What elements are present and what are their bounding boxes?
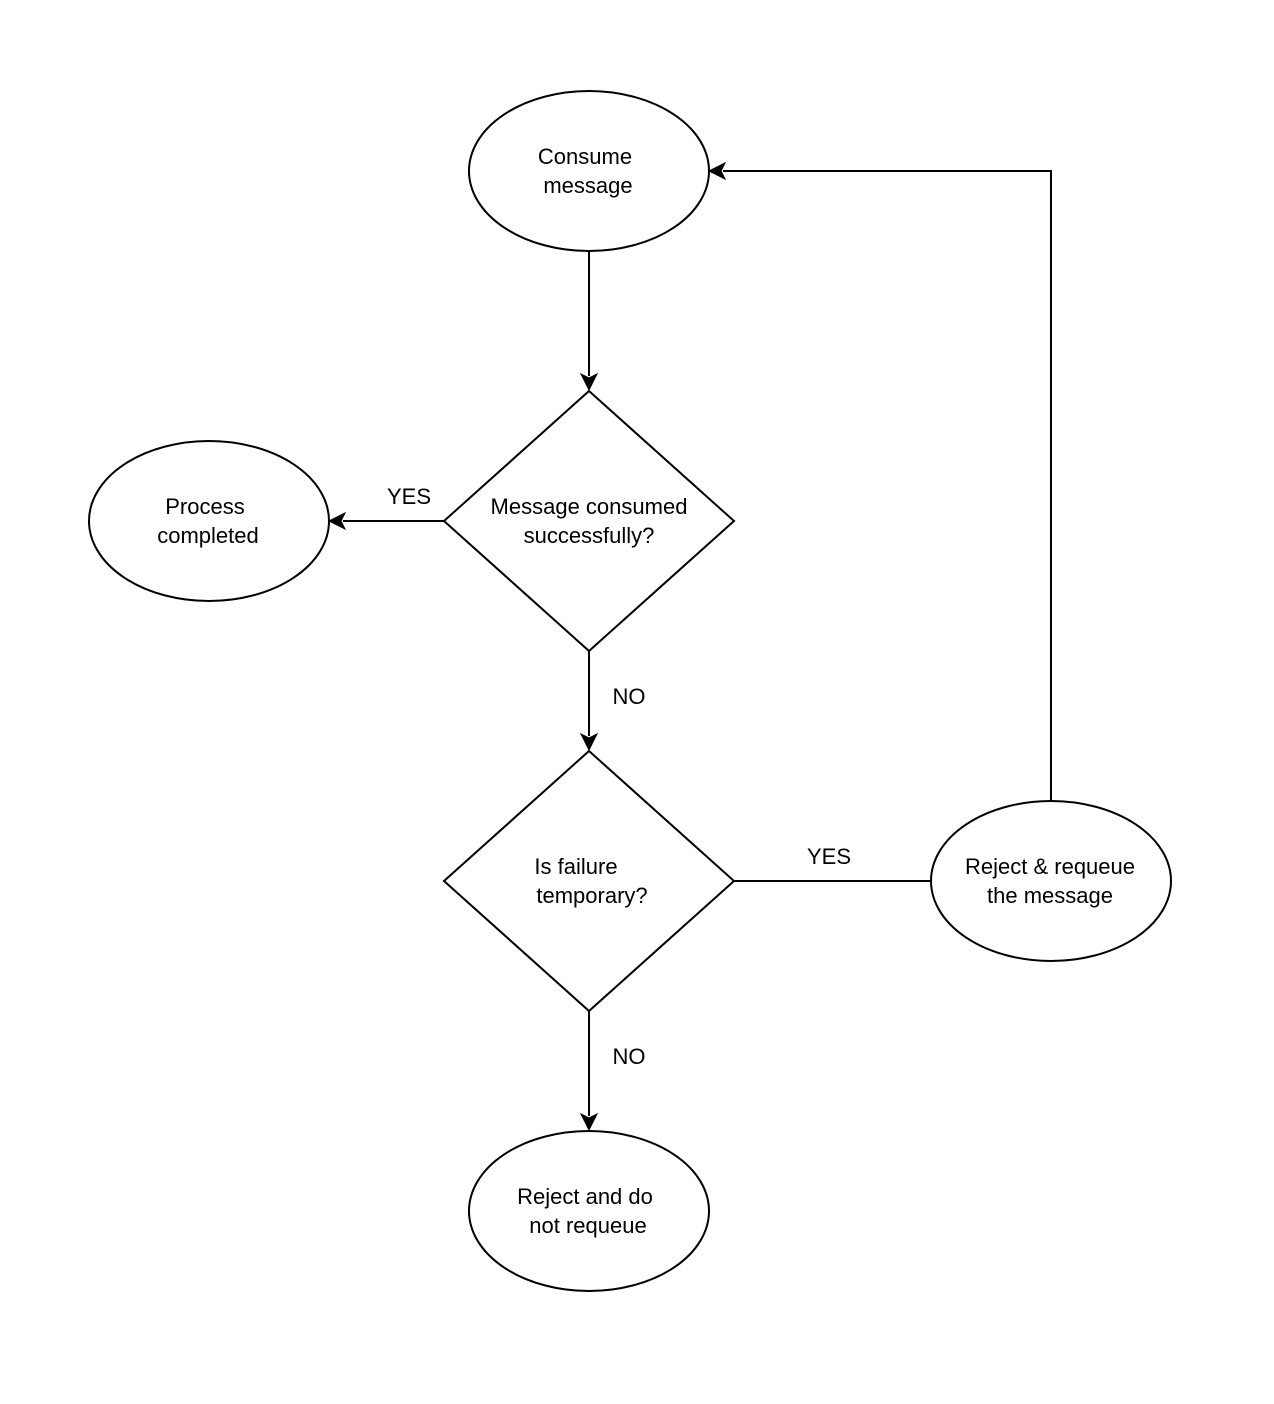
node-reject-no-requeue: Reject and do not requeue	[468, 1130, 710, 1292]
node-label-line1: Consume	[538, 144, 632, 169]
node-label-line2: not requeue	[529, 1213, 646, 1238]
arrowhead-success-yes	[327, 511, 347, 531]
node-decision-success: Message consumed successfully?	[442, 389, 736, 653]
label-temporary-no: NO	[613, 1044, 646, 1069]
decision-diamond	[442, 389, 736, 653]
node-decision-temporary: Is failure temporary?	[442, 749, 736, 1013]
node-label-line1: Message consumed	[491, 494, 688, 519]
edge-labels: YES NO YES NO	[387, 484, 851, 1069]
node-consume-message: Consume message	[468, 90, 710, 252]
node-label-line1: Reject & requeue	[965, 854, 1135, 879]
node-label-line2: message	[543, 173, 632, 198]
arrowhead-success-no	[579, 732, 599, 752]
terminal-ellipse	[930, 800, 1172, 962]
node-label-line2: successfully?	[524, 523, 655, 548]
terminal-ellipse	[88, 440, 330, 602]
node-label-line2: completed	[157, 523, 259, 548]
node-label-line1: Is failure	[534, 854, 617, 879]
arrowhead-consume-to-decision	[579, 372, 599, 392]
edge-requeue-to-consume	[723, 170, 1052, 801]
node-label-line1: Reject and do	[517, 1184, 653, 1209]
node-process-completed: Process completed	[88, 440, 330, 602]
arrowhead-temporary-no	[579, 1112, 599, 1132]
node-label-line2: temporary?	[536, 883, 647, 908]
label-success-no: NO	[613, 684, 646, 709]
terminal-ellipse	[468, 1130, 710, 1292]
label-temporary-yes: YES	[807, 844, 851, 869]
label-success-yes: YES	[387, 484, 431, 509]
arrowhead-requeue-to-consume	[707, 161, 727, 181]
terminal-ellipse	[468, 90, 710, 252]
node-label-line2: the message	[987, 883, 1113, 908]
edges	[327, 161, 1052, 1132]
decision-diamond	[442, 749, 736, 1013]
node-reject-requeue: Reject & requeue the message	[930, 800, 1172, 962]
node-label-line1: Process	[165, 494, 244, 519]
